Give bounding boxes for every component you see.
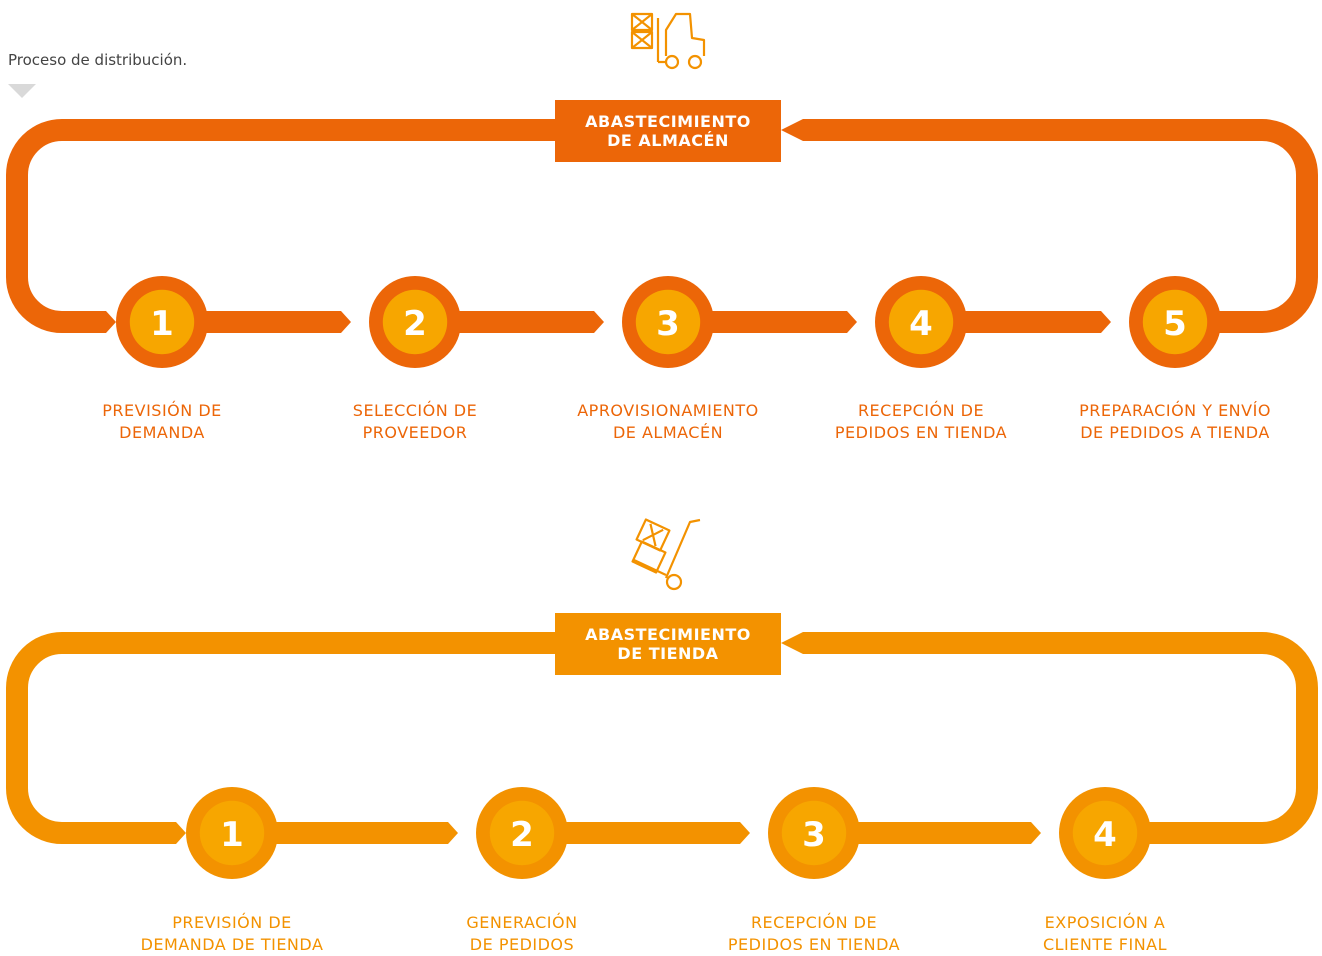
warehouse-step-5-number: 5 (1163, 304, 1187, 344)
warehouse-connector-3 (668, 311, 857, 333)
store-step-1-label: PREVISIÓN DE DEMANDA DE TIENDA (140, 913, 324, 954)
warehouse-return-notch (781, 119, 803, 141)
warehouse-connector-1 (162, 311, 351, 333)
store-step-3-number: 3 (802, 815, 826, 855)
figure-caption: Proceso de distribución. (8, 51, 188, 69)
warehouse-step-1-inner-circle (129, 289, 195, 355)
warehouse-banner: ABASTECIMIENTO DE ALMACÉN (555, 100, 781, 162)
store-step-1-number: 1 (220, 815, 244, 855)
warehouse-entry-arrowhead (98, 311, 116, 333)
warehouse-loop-right (781, 119, 1318, 333)
hand-truck-icon (631, 518, 701, 591)
store-step-2-number: 2 (510, 815, 534, 855)
caption-triangle-icon (8, 84, 36, 98)
store-step-1-inner-circle (199, 800, 265, 866)
warehouse-step-3-label: APROVISIONAMIENTO DE ALMACÉN (577, 401, 759, 442)
warehouse-step-5-label: PREPARACIÓN Y ENVÍO DE PEDIDOS A TIENDA (1079, 401, 1271, 442)
warehouse-step-2-label: SELECCIÓN DE PROVEEDOR (352, 401, 478, 442)
warehouse-step-3-number: 3 (656, 304, 680, 344)
warehouse-connector-2 (415, 311, 604, 333)
store-banner: ABASTECIMIENTO DE TIENDA (555, 613, 781, 675)
store-entry-arrowhead (168, 822, 186, 844)
warehouse-step-5-inner-circle (1142, 289, 1208, 355)
warehouse-step-1-number: 1 (150, 304, 174, 344)
store-step-3-label: RECEPCIÓN DE PEDIDOS EN TIENDA (727, 913, 901, 954)
warehouse-step-4-inner-circle (888, 289, 954, 355)
warehouse-connector-4 (921, 311, 1111, 333)
store-connector-3 (814, 822, 1041, 844)
store-connector-1 (232, 822, 458, 844)
forklift-icon (630, 12, 706, 70)
store-step-2-inner-circle (489, 800, 555, 866)
store-step-4-label: EXPOSICIÓN A CLIENTE FINAL (1042, 913, 1168, 954)
store-return-notch (781, 632, 803, 654)
store-step-4-inner-circle (1072, 800, 1138, 866)
warehouse-step-3-inner-circle (635, 289, 701, 355)
warehouse-loop-left (6, 119, 555, 333)
warehouse-step-1-label: PREVISIÓN DE DEMANDA (102, 401, 222, 442)
store-step-4-number: 4 (1093, 815, 1117, 855)
warehouse-step-4-label: RECEPCIÓN DE PEDIDOS EN TIENDA (834, 401, 1008, 442)
store-step-2-label: GENERACIÓN DE PEDIDOS (466, 913, 578, 954)
store-connector-2 (522, 822, 750, 844)
store-loop-right (781, 632, 1318, 844)
warehouse-step-4-number: 4 (909, 304, 933, 344)
warehouse-step-2-inner-circle (382, 289, 448, 355)
store-step-3-inner-circle (781, 800, 847, 866)
store-loop-left (6, 632, 555, 844)
warehouse-step-2-number: 2 (403, 304, 427, 344)
